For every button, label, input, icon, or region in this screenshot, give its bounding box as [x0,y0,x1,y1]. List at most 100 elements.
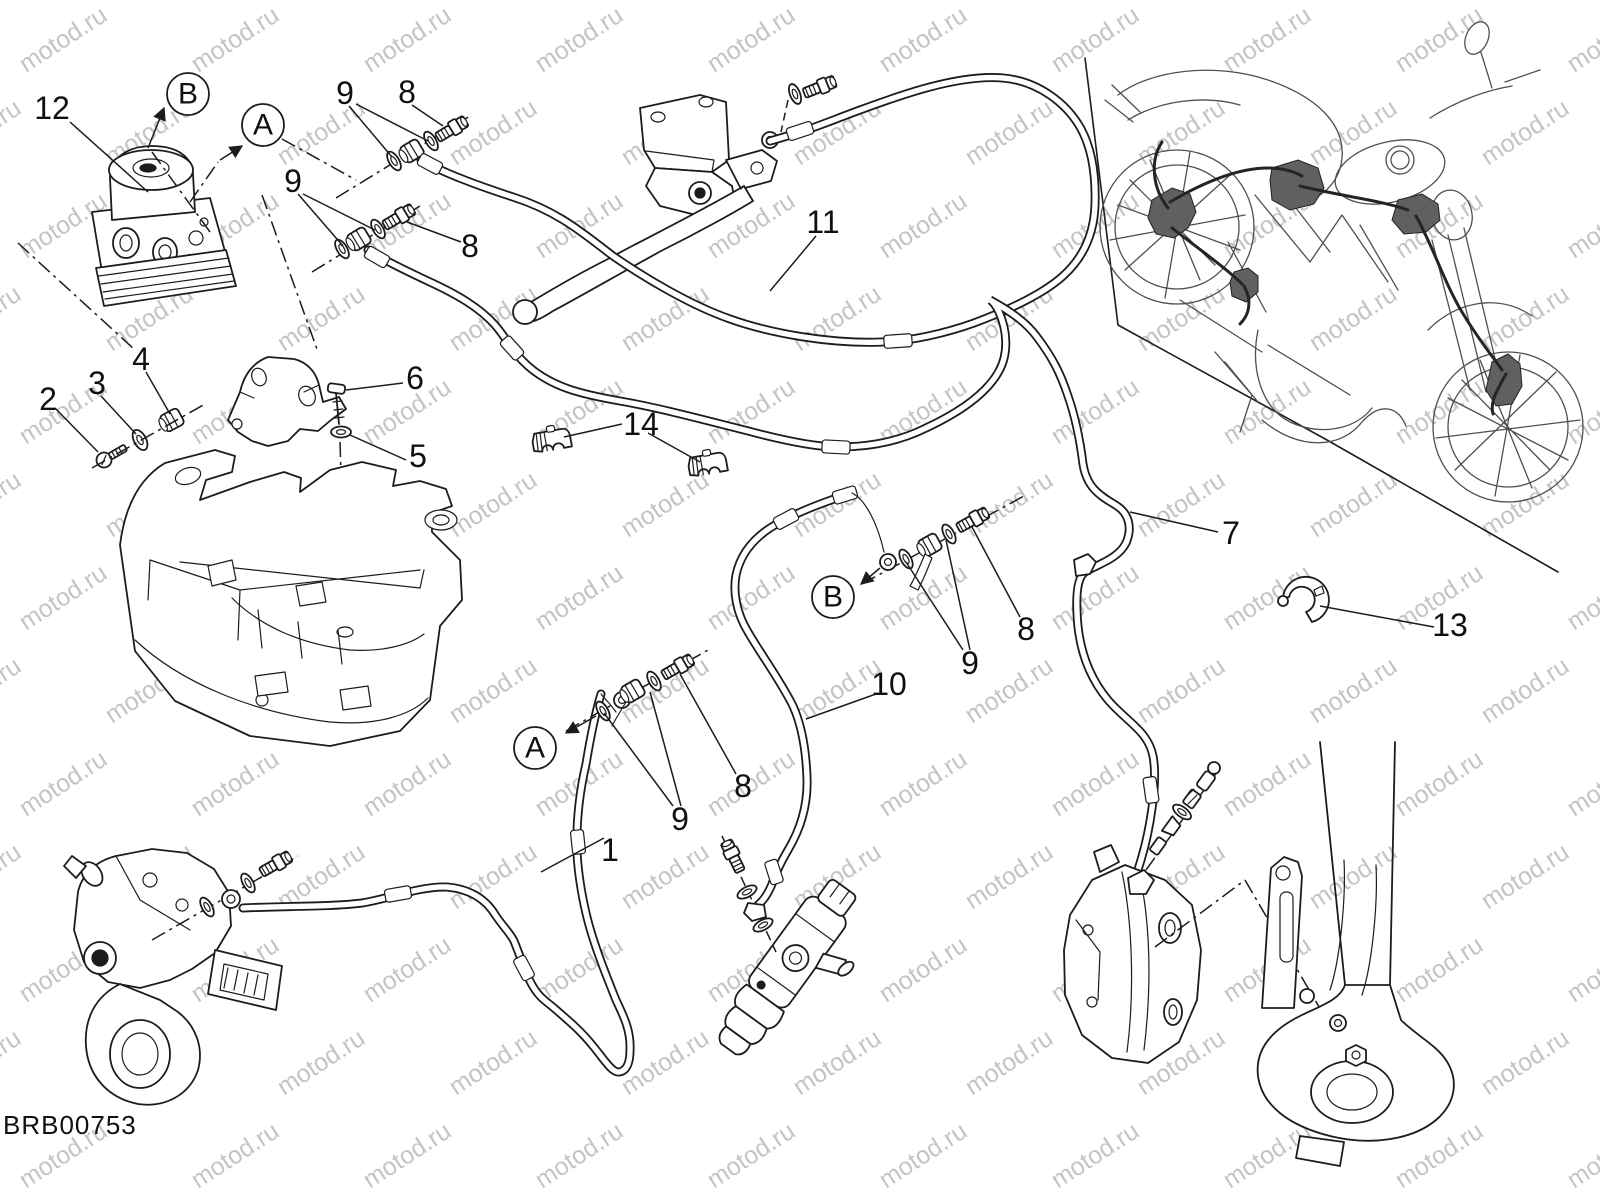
callout-9-upper-label: 9 [284,163,302,199]
grommet-tail [909,553,933,591]
hose-11-front-brake-line [416,73,1100,349]
callout-4-label: 4 [132,341,150,377]
watermark-text: motod.ru [1046,745,1144,822]
watermark-text: motod.ru [186,1,284,78]
callout-2-label: 2 [39,381,57,417]
watermark-text: motod.ru [1562,745,1600,822]
hose-7-elbow-fitting [1073,553,1097,577]
callout-3: 3 [88,365,106,401]
callout-12: 12 [34,90,70,126]
callout-14-label: 14 [623,406,659,442]
watermark-text: motod.ru [1476,94,1574,171]
watermark-text: motod.ru [358,1,456,78]
watermark-text: motod.ru [1132,652,1230,729]
watermark-text: motod.ru [1304,466,1402,543]
callout-8-upper: 8 [461,228,479,264]
callout-11: 11 [806,204,839,240]
watermark-text: motod.ru [1562,1,1600,78]
callout-8-a-label: 8 [734,768,752,804]
watermark-text: motod.ru [1476,838,1574,915]
watermark-text: motod.ru [0,94,26,171]
callout-14: 14 [623,406,659,442]
watermark-text: motod.ru [1476,652,1574,729]
watermark-text: motod.ru [616,838,714,915]
callout-b-mid-circle [811,575,855,619]
watermark-text: motod.ru [358,1117,456,1194]
screw-2 [95,444,128,469]
watermark-text: motod.ru [272,94,370,171]
watermark-text: motod.ru [0,652,26,729]
callout-a-top-circle [241,103,285,147]
callout-9-a: 9 [671,801,689,837]
fitting-group-b [859,495,1025,591]
watermark-text: motod.ru [960,94,1058,171]
watermark-text: motod.ru [444,1024,542,1101]
front-wheel-sketch [1432,351,1584,503]
callout-6-label: 6 [406,360,424,396]
annotations [54,103,1435,873]
watermark-text: motod.ru [444,466,542,543]
rear-caliper-highlight [1147,187,1197,239]
callout-9-top-label: 9 [336,75,354,111]
brake-hoses [238,73,1160,1077]
watermark-text: motod.ru [186,1117,284,1194]
abs-battery-tray [17,194,463,747]
callout-b-top: B [166,72,210,116]
watermark-text: motod.ru [0,466,26,543]
watermark-text: motod.ru [1390,931,1488,1008]
callout-13-label: 13 [1432,607,1468,643]
watermark-text: motod.ru [874,931,972,1008]
watermark-text: motod.ru [272,280,370,357]
watermark-text: motod.ru [960,1024,1058,1101]
watermark-text: motod.ru [1218,745,1316,822]
watermark-text: motod.ru [1046,1117,1144,1194]
watermark-text: motod.ru [1218,559,1316,636]
washer-5 [330,425,352,439]
callout-1: 1 [601,832,619,868]
watermark-text: motod.ru [1562,1117,1600,1194]
callout-9-a-label: 9 [671,801,689,837]
highlighted-brake-parts [1147,140,1523,416]
front-master-cylinder-highlight [1391,193,1441,235]
callout-7-label: 7 [1222,515,1240,551]
retaining-clip-13 [1277,575,1330,623]
watermark-text: motod.ru [530,1117,628,1194]
callout-8-top-label: 8 [398,74,416,110]
callout-a-top-label: A [253,109,273,142]
watermark-text: motod.ru [1562,931,1600,1008]
callout-a-mid-label: A [525,732,545,765]
callout-10: 10 [871,666,907,702]
watermark-text: motod.ru [1304,94,1402,171]
motorcycle-locator-thumbnail [1084,21,1584,573]
watermark-text: motod.ru [1046,1,1144,78]
watermark-text: motod.ru [616,466,714,543]
rear-brake-caliper [63,848,299,1106]
bike-frame-sketch [1104,21,1541,444]
watermark-text: motod.ru [960,838,1058,915]
callout-b-mid: B [811,575,855,619]
callout-8-b-label: 8 [1017,611,1035,647]
watermark-text: motod.ru [788,1024,886,1101]
watermark-text: motod.ru [0,280,26,357]
watermark-text: motod.ru [1218,373,1316,450]
watermark-text: motod.ru [1218,1,1316,78]
mc-elbow-fitting [743,902,767,922]
watermark-text: motod.ru [444,652,542,729]
watermark-text: motod.ru [444,838,542,915]
callout-b-top-circle [166,72,210,116]
diagram-code: BRB00753 [3,1110,137,1140]
callout-13: 13 [1432,607,1468,643]
callout-5-label: 5 [409,438,427,474]
watermark-text: motod.ru [874,187,972,264]
callout-1-label: 1 [601,832,619,868]
watermark-text: motod.ru [1304,838,1402,915]
callout-a-top: A [241,103,285,147]
abs-hydraulic-unit [91,145,237,307]
watermark-text: motod.ru [1390,745,1488,822]
callout-9-b: 9 [961,645,979,681]
rear-master-cylinder [718,835,857,1056]
callout-a-mid: A [513,726,557,770]
grommet-4 [155,406,186,435]
